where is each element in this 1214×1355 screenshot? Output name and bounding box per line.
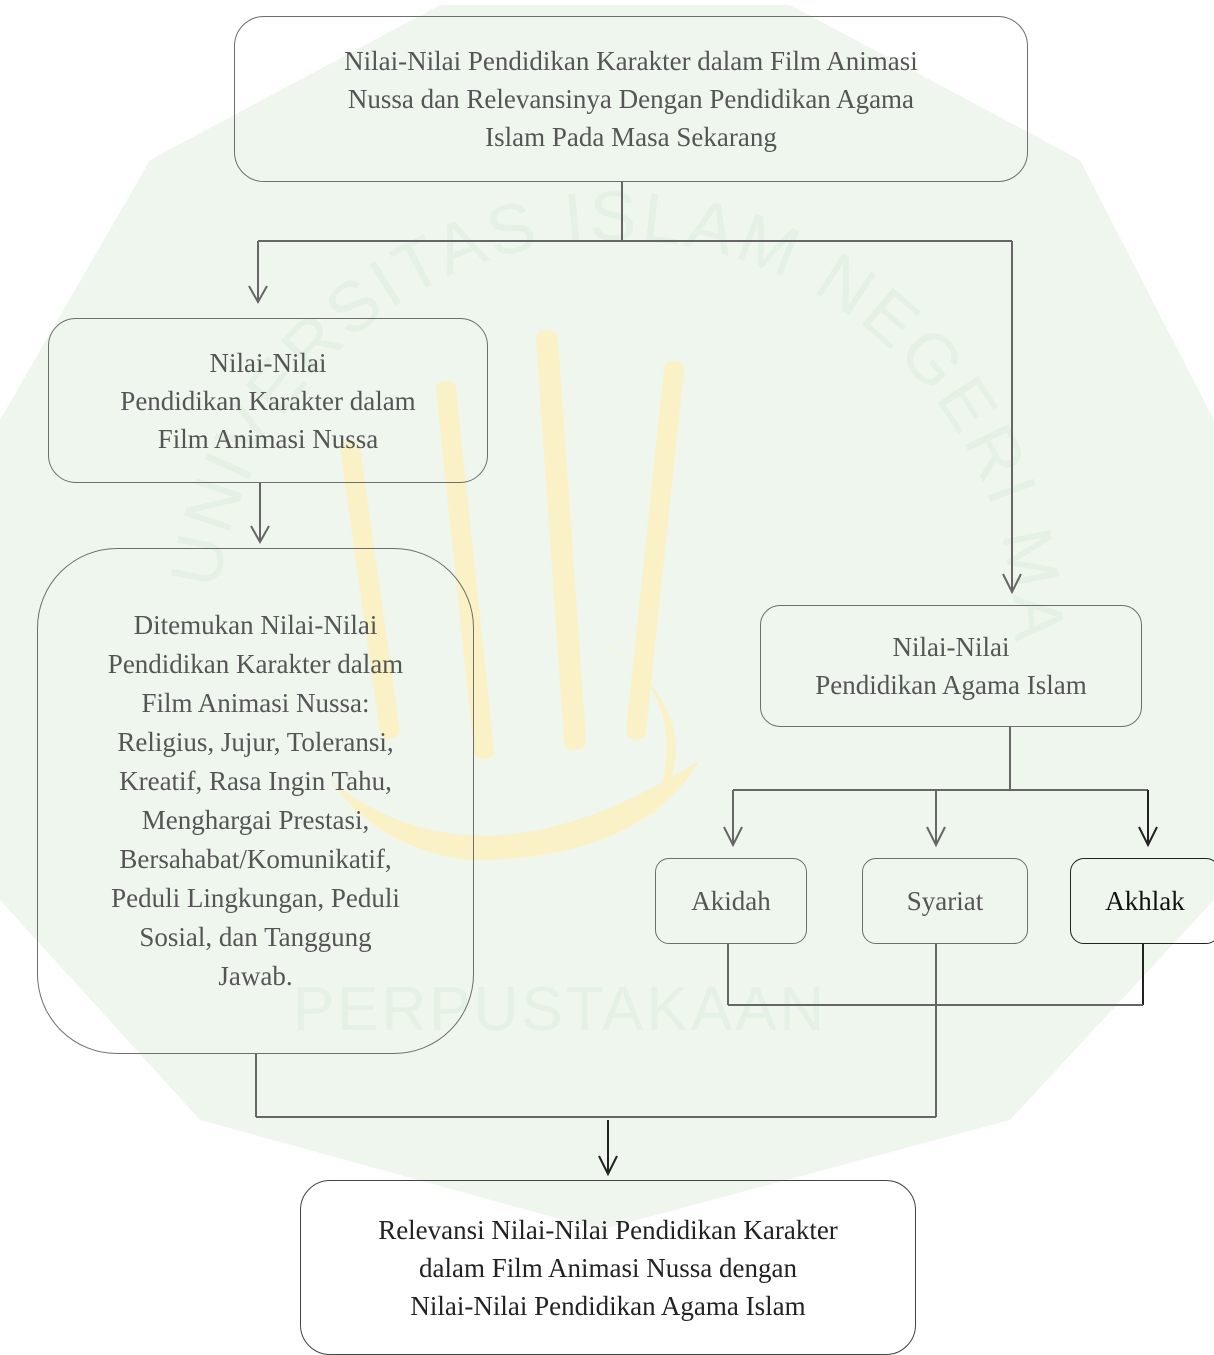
arrowhead-nilai-pai: [1002, 573, 1022, 595]
node-relevansi: Relevansi Nilai-Nilai Pendidikan Karakte…: [300, 1180, 916, 1355]
node-temuan-label: Ditemukan Nilai-Nilai Pendidikan Karakte…: [107, 610, 404, 991]
node-title: Nilai-Nilai Pendidikan Karakter dalam Fi…: [234, 16, 1028, 182]
node-nilai-pai: Nilai-Nilai Pendidikan Agama Islam: [760, 605, 1142, 727]
arrowhead-syariat: [926, 826, 946, 848]
node-nilai-karakter-label: Nilai-Nilai Pendidikan Karakter dalam Fi…: [120, 347, 416, 454]
node-syariat: Syariat: [862, 858, 1028, 944]
node-syariat-label: Syariat: [906, 886, 984, 916]
arrowhead-relevansi: [598, 1155, 618, 1177]
watermark-calligraphy-icon: [330, 330, 700, 860]
arrowhead-akidah: [723, 826, 743, 848]
arrowhead-temuan: [250, 525, 270, 545]
watermark-octagon: [0, 5, 1214, 1230]
node-akidah: Akidah: [655, 858, 807, 944]
node-title-label: Nilai-Nilai Pendidikan Karakter dalam Fi…: [344, 46, 918, 152]
node-temuan: Ditemukan Nilai-Nilai Pendidikan Karakte…: [37, 548, 474, 1054]
node-akidah-label: Akidah: [691, 886, 771, 916]
watermark-bottom-text: PERPUSTAKAAN: [293, 975, 827, 1044]
node-akhlak-label: Akhlak: [1105, 886, 1185, 916]
arrowhead-akhlak: [1138, 826, 1158, 848]
arrowhead-nilai-karakter: [248, 285, 268, 305]
node-nilai-pai-label: Nilai-Nilai Pendidikan Agama Islam: [815, 632, 1087, 700]
node-akhlak: Akhlak: [1070, 858, 1214, 944]
node-nilai-karakter: Nilai-Nilai Pendidikan Karakter dalam Fi…: [48, 318, 488, 483]
node-relevansi-label: Relevansi Nilai-Nilai Pendidikan Karakte…: [378, 1214, 838, 1321]
